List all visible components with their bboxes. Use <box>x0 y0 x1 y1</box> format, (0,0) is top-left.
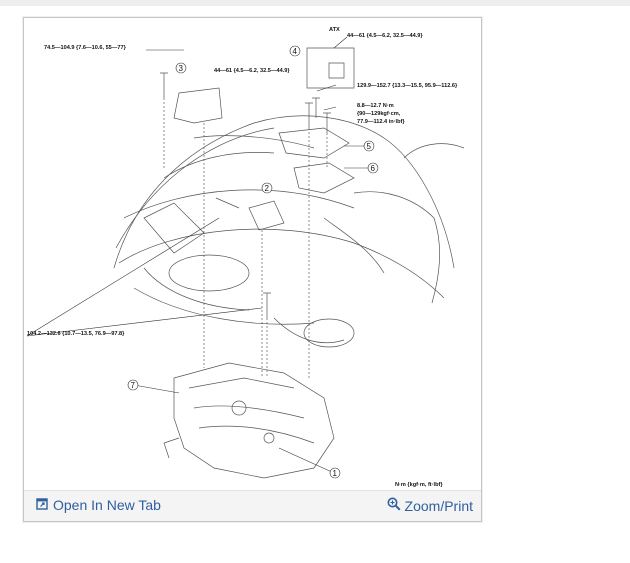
open-in-new-tab-icon <box>36 497 49 513</box>
callout-1: 1 <box>333 469 338 478</box>
magnifier-icon <box>387 497 401 514</box>
zoom-print-label: Zoom/Print <box>404 497 473 514</box>
torque-label-small-bolt: 8.8—12.7 N·m <box>357 103 394 109</box>
open-in-new-tab-button[interactable]: Open In New Tab <box>36 497 161 513</box>
diagram-footer: Open In New Tab Zoom/Print <box>24 490 481 521</box>
callout-3: 3 <box>179 64 184 73</box>
callout-6: 6 <box>371 164 376 173</box>
torque-label-mount-3: 74.5—104.9 {7.6—10.6, 55—77} <box>44 45 127 51</box>
units-note: N·m {kgf·m, ft·lbf} <box>395 482 443 488</box>
torque-label-bracket-bolt: 129.9—152.7 {13.3—15.5, 95.9—112.6} <box>357 83 458 89</box>
callout-4: 4 <box>293 47 298 56</box>
torque-label-small-bolt-inlbf: 77.9—112.4 in·lbf} <box>357 119 405 125</box>
engine-mount-diagram[interactable]: ATX 74.5—104.9 {7.6—10.6, 55—77} 44—61 {… <box>24 18 481 488</box>
callout-5: 5 <box>367 142 372 151</box>
zoom-print-button[interactable]: Zoom/Print <box>387 497 473 514</box>
page-top-strip <box>0 0 630 6</box>
torque-label-atx-mount: 44—61 {4.5—6.2, 32.5—44.9} <box>347 33 423 39</box>
diagram-svg: ATX 74.5—104.9 {7.6—10.6, 55—77} 44—61 {… <box>26 27 465 488</box>
diagram-card: ATX 74.5—104.9 {7.6—10.6, 55—77} 44—61 {… <box>23 17 482 522</box>
callout-7: 7 <box>131 381 136 390</box>
callout-2: 2 <box>265 184 270 193</box>
torque-label-lower-bolts: 104.2—132.6 {10.7—13.5, 76.9—97.8} <box>27 331 125 337</box>
torque-label-center-nut: 44—61 {4.5—6.2, 32.5—44.9} <box>214 68 290 74</box>
torque-label-small-bolt-kgf: {90—129kgf·cm, <box>357 111 401 117</box>
open-in-new-tab-label: Open In New Tab <box>53 497 161 513</box>
atx-label: ATX <box>329 27 340 33</box>
